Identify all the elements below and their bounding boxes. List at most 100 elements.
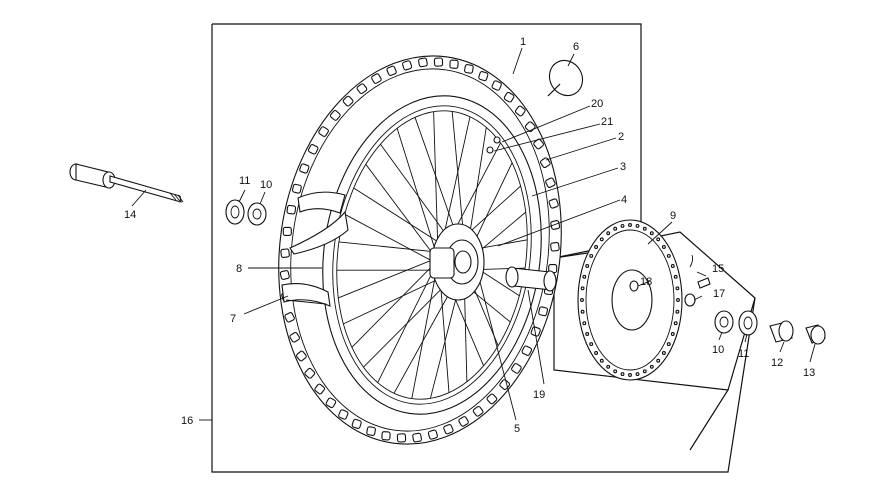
- disc-hole: [589, 342, 594, 347]
- disc-washer: [684, 293, 696, 307]
- callout-4: 4: [621, 194, 627, 206]
- disc-hole: [613, 369, 618, 374]
- tyre-knob: [478, 71, 489, 82]
- disc-hole: [628, 373, 632, 377]
- right-bearing: [714, 310, 734, 334]
- tyre-knob: [286, 204, 297, 215]
- tyre-knob: [307, 144, 319, 155]
- tyre-knob: [503, 91, 515, 103]
- disc-hole: [599, 358, 604, 363]
- disc-hole: [628, 223, 632, 227]
- tyre-knob: [539, 157, 551, 169]
- tyre-knob: [433, 57, 444, 67]
- callout-12: 12: [771, 357, 783, 369]
- tyre-knob: [381, 431, 391, 441]
- tyre-knob: [342, 95, 354, 107]
- callout-6: 6: [573, 41, 579, 53]
- hub: [429, 223, 485, 301]
- callout-1: 1: [520, 36, 526, 48]
- tyre-knob: [366, 426, 376, 436]
- rim-band: [281, 283, 331, 307]
- spacer-tube: [505, 266, 557, 292]
- tyre-knob: [396, 433, 407, 443]
- tyre-knob: [514, 105, 526, 117]
- disc-bolt: [689, 254, 711, 289]
- tyre-knob: [318, 126, 329, 137]
- disc-hole: [599, 237, 604, 242]
- disc-hole: [606, 364, 611, 369]
- disc-hole: [656, 358, 661, 363]
- callout-14: 14: [124, 209, 136, 221]
- tyre-knob: [521, 345, 533, 356]
- disc-hole: [661, 351, 666, 355]
- disc-hole: [656, 237, 661, 242]
- valve-cap: [547, 59, 584, 97]
- spacer: [769, 320, 794, 343]
- tyre-knob: [284, 312, 295, 323]
- tyre-knob: [329, 110, 341, 121]
- tyre-knob: [548, 198, 559, 209]
- disc-hole: [666, 253, 671, 258]
- tyre-knob: [427, 429, 438, 440]
- disc-hole: [582, 321, 587, 326]
- tyre-knob: [443, 424, 454, 435]
- tyre-knob: [356, 83, 368, 95]
- disc-hole: [642, 369, 647, 374]
- rim-tape: [289, 210, 349, 255]
- tyre-knob: [279, 270, 290, 280]
- disc-hole: [620, 372, 625, 377]
- tyre-knob: [533, 138, 544, 150]
- disc-hole: [675, 309, 680, 314]
- disc-hole: [613, 226, 618, 231]
- disc-hole: [642, 226, 647, 231]
- right-seal: [738, 310, 758, 336]
- disc-hole: [670, 332, 675, 336]
- callout-21: 21: [601, 116, 613, 128]
- disc-hole: [666, 342, 671, 347]
- disc-hole: [594, 351, 599, 355]
- callout-5: 5: [514, 423, 520, 435]
- disc-hole: [635, 223, 640, 228]
- left-bearing: [247, 202, 267, 226]
- tyre-knob: [280, 248, 290, 258]
- disc-hole: [585, 332, 590, 336]
- callout-9: 9: [670, 210, 676, 222]
- callout-10-left: 10: [260, 179, 272, 191]
- axle-nut: [805, 324, 826, 345]
- callout-8: 8: [236, 263, 242, 275]
- tyre-knob: [325, 397, 337, 409]
- tyre-knob: [464, 64, 474, 74]
- tyre-knob: [530, 326, 541, 337]
- callout-15: 15: [712, 263, 724, 275]
- assembly-frame: [211, 23, 756, 473]
- tyre-knob: [304, 367, 316, 379]
- callout-20: 20: [591, 98, 603, 110]
- brake-disc: [577, 219, 683, 381]
- tyre-knob: [486, 393, 498, 405]
- callout-7: 7: [230, 313, 236, 325]
- tyre-knob: [511, 363, 522, 374]
- tyre-knob: [299, 163, 310, 174]
- callout-19: 19: [533, 389, 545, 401]
- disc-hole: [606, 231, 611, 236]
- disc-hole: [589, 253, 594, 258]
- callout-labels: 1 6 20 21 2 3 4 9 15 18 17 11 10 14 8 7 …: [124, 36, 815, 435]
- disc-hole: [580, 298, 584, 302]
- disc-hole: [661, 245, 666, 249]
- tyre-knob: [338, 409, 349, 420]
- tyre-knob: [386, 65, 397, 76]
- tyre-knob: [412, 432, 422, 443]
- spoke: [351, 255, 443, 348]
- tyre-knob: [289, 331, 301, 343]
- callout-11-right: 11: [738, 348, 749, 360]
- tyre-knob: [291, 183, 302, 194]
- tyre-knob: [550, 220, 561, 230]
- callout-10-right: 10: [712, 344, 724, 356]
- disc-hole: [676, 298, 680, 302]
- disc-hole: [580, 309, 585, 314]
- tyre-knob: [402, 60, 413, 71]
- tyre-knob: [458, 416, 469, 427]
- callout-16: 16: [181, 415, 193, 427]
- disc-hole: [580, 286, 585, 291]
